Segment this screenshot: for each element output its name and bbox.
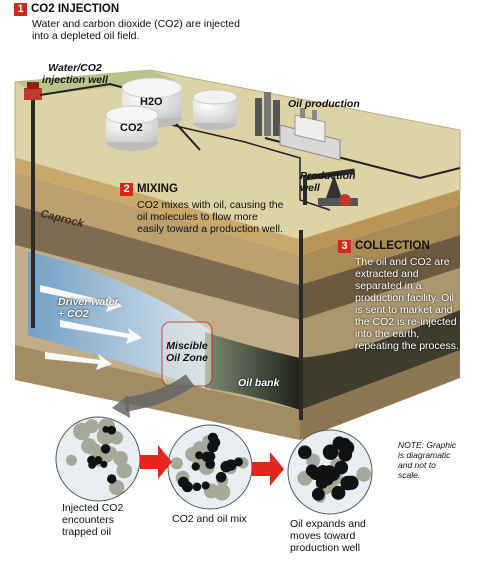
step2-body: CO2 mixes with oil, causing the oil mole… [137,199,284,235]
oil-droplet [201,481,210,490]
oil-bank [205,332,300,410]
scale-note: NOTE: Graphic is diagramatic and not to … [398,440,457,480]
red-arrow-1 [140,445,172,479]
surface-pipe-2 [149,119,331,211]
pore-caption-2: CO2 and oil mix [172,513,247,525]
oil-droplet [195,451,204,460]
oil-droplet [233,457,243,467]
oil-droplet [298,445,312,460]
oil-droplet [192,482,202,492]
oil-droplet [191,462,200,471]
sand-layer [15,172,300,285]
oil-droplet [340,475,356,491]
oil-droplet [177,476,189,488]
flow-to-pores-arrow [123,374,195,412]
oil-droplet [94,455,102,463]
right-caprock [300,235,460,320]
driver-water-label: Driver water + CO2 [58,296,119,320]
injection-well-label: Water/CO2 injection well [42,62,108,86]
miscible-zone-label: Miscible Oil Zone [166,340,208,364]
rock-grain [116,462,132,479]
oil-droplet [311,487,325,501]
rock-grain [108,479,125,496]
injection-well-pipe [31,98,35,328]
co2-tank-icon [105,105,159,151]
oil-droplet [100,460,108,468]
step2-number: 2 [120,183,133,196]
production-well-pipe [299,230,303,420]
step3-title-text: COLLECTION [355,240,430,252]
rock-grain [213,483,231,501]
co2-tank-label: CO2 [120,122,143,134]
oil-droplet [322,444,339,460]
right-topsoil [300,190,460,255]
oil-droplet [100,444,111,454]
oil-production-label: Oil production [288,98,360,110]
oil-droplet [315,476,329,489]
right-deep [300,350,460,440]
right-sand [300,205,460,285]
oil-droplet [107,474,117,484]
rock-grain [356,467,372,482]
rock-grain [65,454,77,466]
pumpjack-icon [303,168,358,206]
oil-droplet [322,465,336,479]
flow-arrows [40,285,142,370]
h2o-label: H2O [140,96,163,108]
step1-body: Water and carbon dioxide (CO2) are injec… [32,18,240,42]
oil-droplet [339,440,355,456]
pore-caption-3: Oil expands and moves toward production … [290,518,366,554]
step3-body: The oil and CO2 are extracted and separa… [355,256,459,352]
rock-grain [170,457,183,470]
storage-tank-icon [192,89,238,130]
rock-grain [84,419,99,434]
red-arrow-2 [252,452,284,486]
oil-droplet [88,461,96,469]
pore-diagram-3 [287,429,373,515]
oil-droplet [334,460,349,475]
oil-droplet [220,460,232,473]
topsoil-layer [15,158,300,255]
step1-title: 1 CO2 INJECTION [14,3,119,16]
pore-caption-1: Injected CO2 encounters trapped oil [62,502,124,538]
step3-number: 3 [338,240,351,253]
caprock-layer [15,205,300,320]
oil-bank-label: Oil bank [238,377,280,389]
production-well-label: Production well [300,170,356,194]
pore-diagram-2 [167,424,253,510]
injection-wellhead-icon [24,82,42,100]
grass-strip [15,70,175,95]
oil-droplet [331,485,346,500]
step1-number: 1 [14,3,27,16]
oil-droplet [102,425,110,433]
oil-bank-right [300,310,460,410]
rock-grain [113,451,128,466]
step2-title: 2 MIXING [120,183,178,196]
step3-title: 3 COLLECTION [338,240,430,253]
pore-diagram-1 [55,416,141,502]
step1-title-text: CO2 INJECTION [31,3,120,15]
oil-droplet [107,425,117,435]
step2-title-text: MIXING [137,183,178,195]
oil-droplet [309,467,323,481]
oil-droplet [215,471,227,483]
oil-droplet [201,451,213,463]
oil-droplet [207,432,218,443]
oil-production-facility-icon [255,92,341,161]
